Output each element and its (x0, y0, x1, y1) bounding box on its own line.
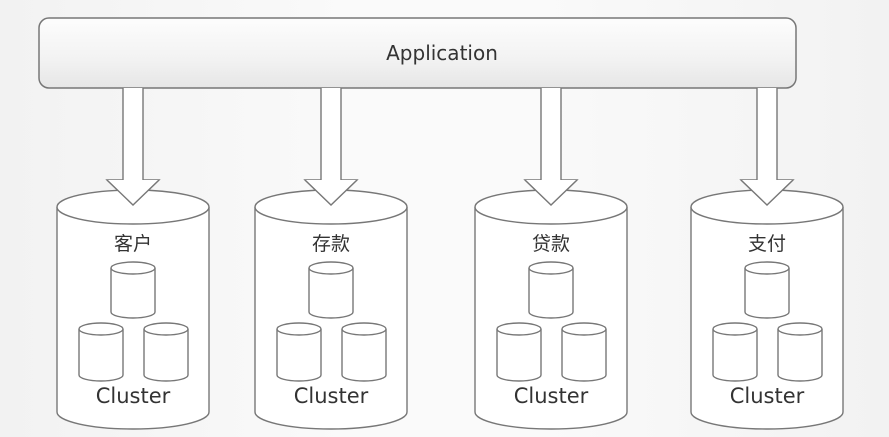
cluster-group: 存款 Cluster (254, 88, 408, 430)
cluster-label: Cluster (730, 384, 805, 408)
application-label: Application (386, 41, 498, 65)
node-cylinder (496, 322, 542, 382)
cluster-label: Cluster (294, 384, 369, 408)
node-cylinder (528, 261, 574, 319)
node-cylinder (143, 322, 189, 382)
node-cylinder (744, 261, 790, 319)
cluster-label: Cluster (96, 384, 171, 408)
node-cylinder (110, 261, 156, 319)
node-cylinder (78, 322, 124, 382)
node-cylinder (561, 322, 607, 382)
arrow-tip (106, 179, 160, 206)
cluster-name: 存款 (312, 233, 350, 255)
cluster-name: 贷款 (532, 233, 570, 255)
node-cylinder (308, 261, 354, 319)
cluster-name: 支付 (748, 233, 786, 255)
cluster-group: 支付 Cluster (690, 88, 844, 430)
cluster-group: 客户 Cluster (56, 88, 210, 430)
application-box: Application (38, 17, 797, 89)
arrow-tip (304, 179, 358, 206)
cluster-name: 客户 (114, 233, 152, 255)
node-cylinder (712, 322, 758, 382)
arrow-tip (740, 179, 794, 206)
cluster-group: 贷款 Cluster (474, 88, 628, 430)
node-cylinder (341, 322, 387, 382)
cluster-label: Cluster (514, 384, 589, 408)
node-cylinder (777, 322, 823, 382)
node-cylinder (276, 322, 322, 382)
arrow-tip (524, 179, 578, 206)
